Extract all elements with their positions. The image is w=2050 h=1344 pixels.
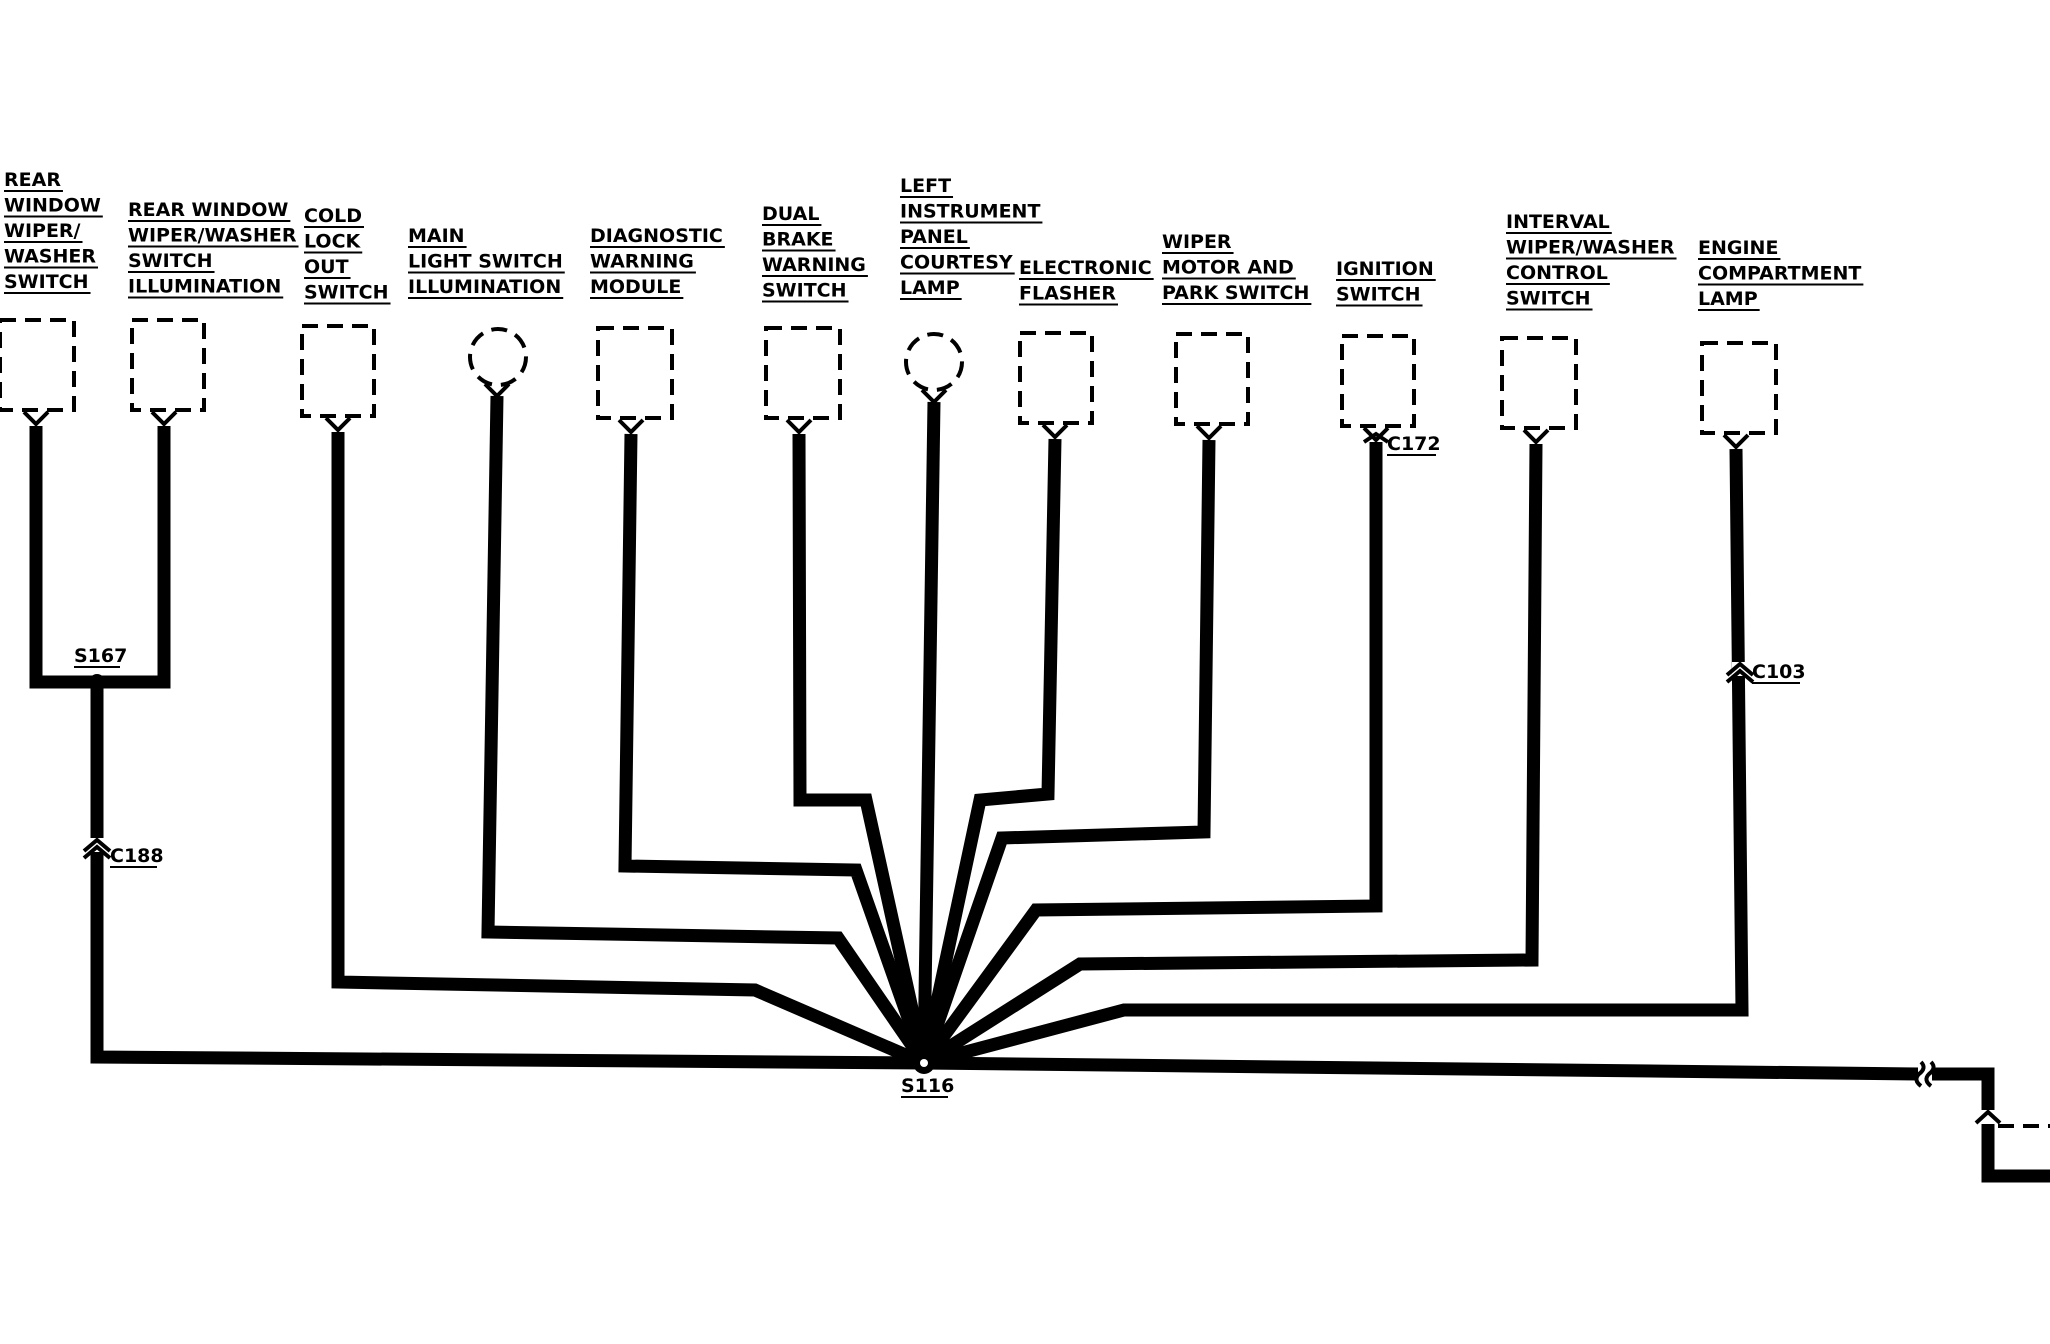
interval-wiper-washer-control-switch-box xyxy=(1500,336,1578,430)
wire-main-light-switch xyxy=(481,395,930,1067)
cold-lock-out-switch-label-line: COLD xyxy=(304,205,362,227)
connector-c172-label: C172 xyxy=(1387,433,1441,455)
splice-and-connector-labels: S167 S116 C188 C172 C103 xyxy=(74,433,1806,1098)
ignition-switch-label-line: IGNITION xyxy=(1336,258,1434,280)
engine-compartment-lamp-box xyxy=(1700,341,1778,435)
diagnostic-warning-module-label-line: MODULE xyxy=(590,276,681,298)
splice-s116-center xyxy=(920,1059,928,1067)
wire-electronic-flasher xyxy=(917,438,1062,1065)
dual-brake-warning-switch-label-line: SWITCH xyxy=(762,280,847,302)
diagnostic-warning-module-label-line: WARNING xyxy=(590,251,694,273)
main-light-switch-illumination-bulb xyxy=(468,327,528,387)
diagnostic-warning-module-label-line: DIAGNOSTIC xyxy=(590,225,723,247)
rear-window-wiper-washer-switch-box xyxy=(0,318,76,412)
ignition-switch-label-line: SWITCH xyxy=(1336,284,1421,306)
wire-interval-wiper xyxy=(920,443,1543,1069)
splice-s167-label: S167 xyxy=(74,645,127,667)
rear-window-wiper-washer-switch-label-line: REAR xyxy=(4,169,61,191)
wiper-motor-and-park-switch-label-line: PARK SWITCH xyxy=(1162,282,1309,304)
wire-engine-compartment-lamp xyxy=(922,448,1749,1070)
engine-compartment-lamp-label-line: ENGINE xyxy=(1698,237,1778,259)
electronic-flasher-box xyxy=(1018,331,1094,425)
cold-lock-out-switch-box xyxy=(300,324,376,418)
cold-lock-out-switch-label-line: SWITCH xyxy=(304,282,389,304)
interval-wiper-washer-control-switch-label-line: CONTROL xyxy=(1506,262,1608,284)
main-light-switch-illumination-label-line: LIGHT SWITCH xyxy=(408,251,563,273)
wire-diagnostic-module xyxy=(618,433,931,1066)
rear-window-wiper-washer-switch-label-line: WASHER xyxy=(4,246,96,268)
left-instrument-panel-courtesy-lamp-label-line: INSTRUMENT xyxy=(900,201,1040,223)
cold-lock-out-switch-label-line: LOCK xyxy=(304,231,362,253)
splice-s167-dot xyxy=(89,674,105,690)
dual-brake-warning-switch-label-line: BRAKE xyxy=(762,229,834,251)
wire-s167-branch xyxy=(29,426,171,689)
left-instrument-panel-courtesy-lamp-bulb xyxy=(904,332,964,392)
wire-cold-lock-out xyxy=(331,432,927,1069)
rear-window-wiper-washer-switch-illumination-label-line: SWITCH xyxy=(128,250,213,272)
engine-compartment-lamp-label-line: COMPARTMENT xyxy=(1698,263,1861,285)
rear-window-wiper-washer-switch-illumination-label-line: REAR WINDOW xyxy=(128,199,288,221)
rear-window-wiper-washer-switch-label-line: WINDOW xyxy=(4,195,101,217)
rear-window-wiper-washer-switch-illumination-label-line: ILLUMINATION xyxy=(128,276,281,298)
wiper-motor-and-park-switch-label-line: WIPER xyxy=(1162,231,1232,253)
wiper-motor-and-park-switch-label-line: MOTOR AND xyxy=(1162,257,1294,279)
left-instrument-panel-courtesy-lamp-label-line: PANEL xyxy=(900,226,968,248)
wire-wiper-motor xyxy=(917,439,1216,1066)
left-instrument-panel-courtesy-lamp-label-line: LEFT xyxy=(900,175,951,197)
electronic-flasher-label-line: ELECTRONIC xyxy=(1019,257,1152,279)
connector-symbols xyxy=(82,431,2002,1125)
ignition-switch-box xyxy=(1340,334,1416,428)
rear-window-wiper-washer-switch-label-line: WIPER/ xyxy=(4,220,81,242)
splice-s116-label: S116 xyxy=(901,1075,954,1097)
wire-ignition-switch xyxy=(918,442,1383,1067)
rear-window-wiper-washer-switch-illumination-label-line: WIPER/WASHER xyxy=(128,225,297,247)
main-light-switch-illumination-label-line: MAIN xyxy=(408,225,465,247)
dual-brake-warning-switch-label-line: DUAL xyxy=(762,203,819,225)
wire-dual-brake xyxy=(792,433,931,1065)
dual-brake-warning-switch-box xyxy=(764,326,842,420)
component-labels: REAR WINDOW WIPER/WASHER SWITCH REAR WINDOW W… xyxy=(4,169,1864,311)
main-light-switch-illumination-label-line: ILLUMINATION xyxy=(408,276,561,298)
electronic-flasher-label-line: FLASHER xyxy=(1019,283,1116,305)
left-instrument-panel-courtesy-lamp-label-line: COURTESY xyxy=(900,252,1013,274)
wire-continuation xyxy=(923,1056,2050,1183)
left-instrument-panel-courtesy-lamp-label-line: LAMP xyxy=(900,277,960,299)
connector-c103-label: C103 xyxy=(1752,661,1806,683)
wire-courtesy-lamp xyxy=(917,401,941,1064)
diagnostic-warning-module-box xyxy=(596,326,674,420)
connector-c188-label: C188 xyxy=(110,845,164,867)
cold-lock-out-switch-label-line: OUT xyxy=(304,256,349,278)
engine-compartment-lamp-label-line: LAMP xyxy=(1698,288,1758,310)
interval-wiper-washer-control-switch-label-line: SWITCH xyxy=(1506,288,1591,310)
interval-wiper-washer-control-switch-label-line: WIPER/WASHER xyxy=(1506,237,1675,259)
wiper-motor-and-park-switch-box xyxy=(1174,332,1250,426)
wire-s167-to-s116 xyxy=(90,682,925,1070)
dual-brake-warning-switch-label-line: WARNING xyxy=(762,254,866,276)
interval-wiper-washer-control-switch-label-line: INTERVAL xyxy=(1506,211,1610,233)
rear-window-wiper-washer-switch-illumination-box xyxy=(130,318,206,412)
rear-window-wiper-washer-switch-label-line: SWITCH xyxy=(4,271,89,293)
